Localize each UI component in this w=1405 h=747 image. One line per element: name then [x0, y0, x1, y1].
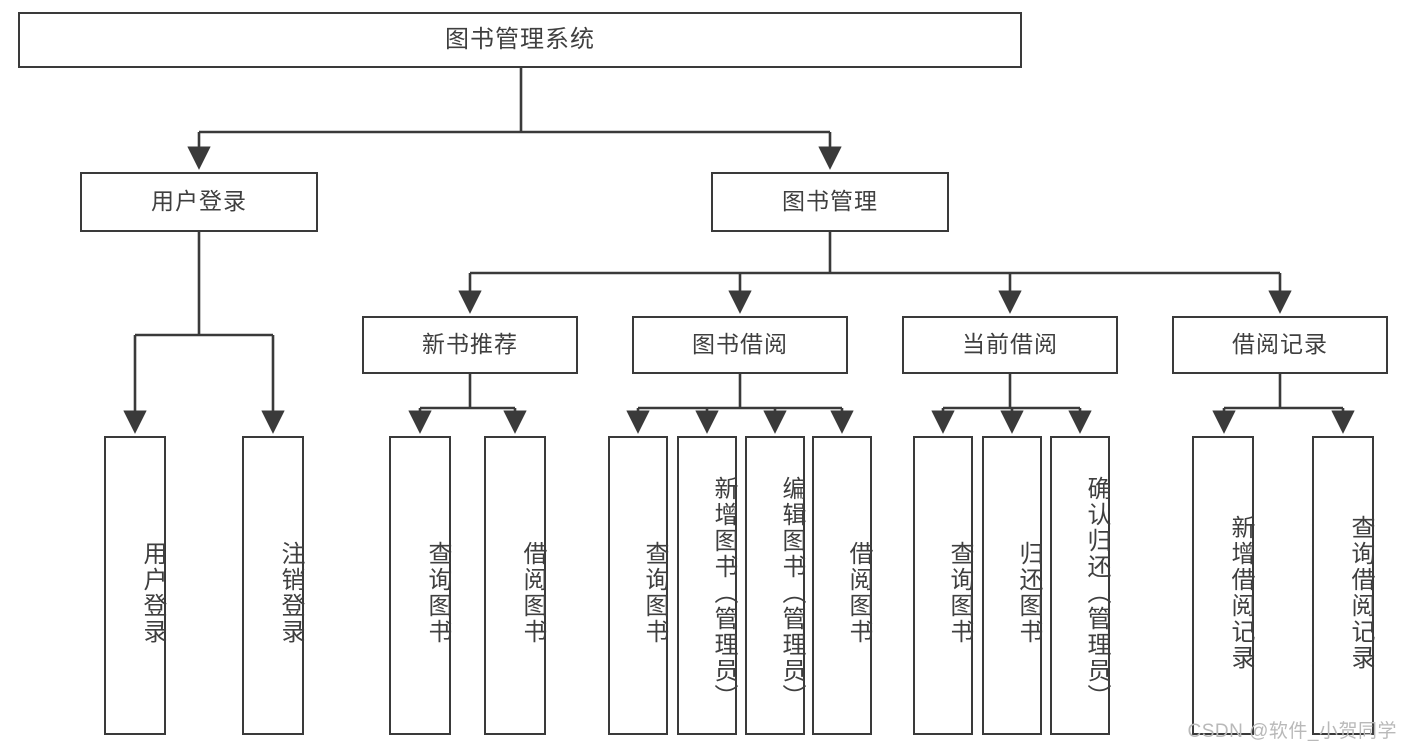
node-label: 查询图书 [946, 540, 973, 645]
node-label: 查询图书 [424, 540, 451, 645]
node-leaf-book-borrow-4[interactable]: 借阅图书 [812, 436, 872, 735]
node-leaf-book-borrow-3[interactable]: 编辑图书（管理员） [745, 436, 805, 735]
node-label: 新增借阅记录 [1227, 514, 1254, 671]
node-leaf-current-borrow-2[interactable]: 归还图书 [982, 436, 1042, 735]
node-label: 图书管理 [782, 188, 878, 215]
node-label: 编辑图书（管理员） [778, 475, 805, 710]
node-new-book-recommend[interactable]: 新书推荐 [362, 316, 578, 374]
node-label: 新增图书（管理员） [710, 475, 737, 710]
node-book-borrow[interactable]: 图书借阅 [632, 316, 848, 374]
node-leaf-new-book-1[interactable]: 查询图书 [389, 436, 451, 735]
node-label: 归还图书 [1015, 540, 1042, 645]
node-user-login[interactable]: 用户登录 [80, 172, 318, 232]
node-label: 当前借阅 [962, 331, 1058, 358]
node-label: 用户登录 [139, 540, 166, 645]
csdn-watermark: CSDN @软件_小贺同学 [1187, 721, 1397, 742]
node-label: 借阅图书 [519, 540, 546, 645]
node-label: 查询借阅记录 [1347, 514, 1374, 671]
node-leaf-borrow-record-1[interactable]: 新增借阅记录 [1192, 436, 1254, 735]
node-root-system[interactable]: 图书管理系统 [18, 12, 1022, 68]
node-label: 注销登录 [277, 540, 304, 645]
node-label: 图书管理系统 [445, 25, 595, 53]
node-leaf-current-borrow-3[interactable]: 确认归还（管理员） [1050, 436, 1110, 735]
node-book-manage[interactable]: 图书管理 [711, 172, 949, 232]
node-leaf-user-login-1[interactable]: 用户登录 [104, 436, 166, 735]
node-label: 借阅图书 [845, 540, 872, 645]
node-label: 图书借阅 [692, 331, 788, 358]
node-leaf-user-login-2[interactable]: 注销登录 [242, 436, 304, 735]
node-label: 借阅记录 [1232, 331, 1328, 358]
node-leaf-new-book-2[interactable]: 借阅图书 [484, 436, 546, 735]
node-label: 新书推荐 [422, 331, 518, 358]
node-current-borrow[interactable]: 当前借阅 [902, 316, 1118, 374]
node-leaf-current-borrow-1[interactable]: 查询图书 [913, 436, 973, 735]
node-leaf-book-borrow-1[interactable]: 查询图书 [608, 436, 668, 735]
node-leaf-book-borrow-2[interactable]: 新增图书（管理员） [677, 436, 737, 735]
node-label: 用户登录 [151, 188, 247, 215]
node-borrow-record[interactable]: 借阅记录 [1172, 316, 1388, 374]
node-label: 确认归还（管理员） [1083, 475, 1110, 710]
node-leaf-borrow-record-2[interactable]: 查询借阅记录 [1312, 436, 1374, 735]
node-label: 查询图书 [641, 540, 668, 645]
